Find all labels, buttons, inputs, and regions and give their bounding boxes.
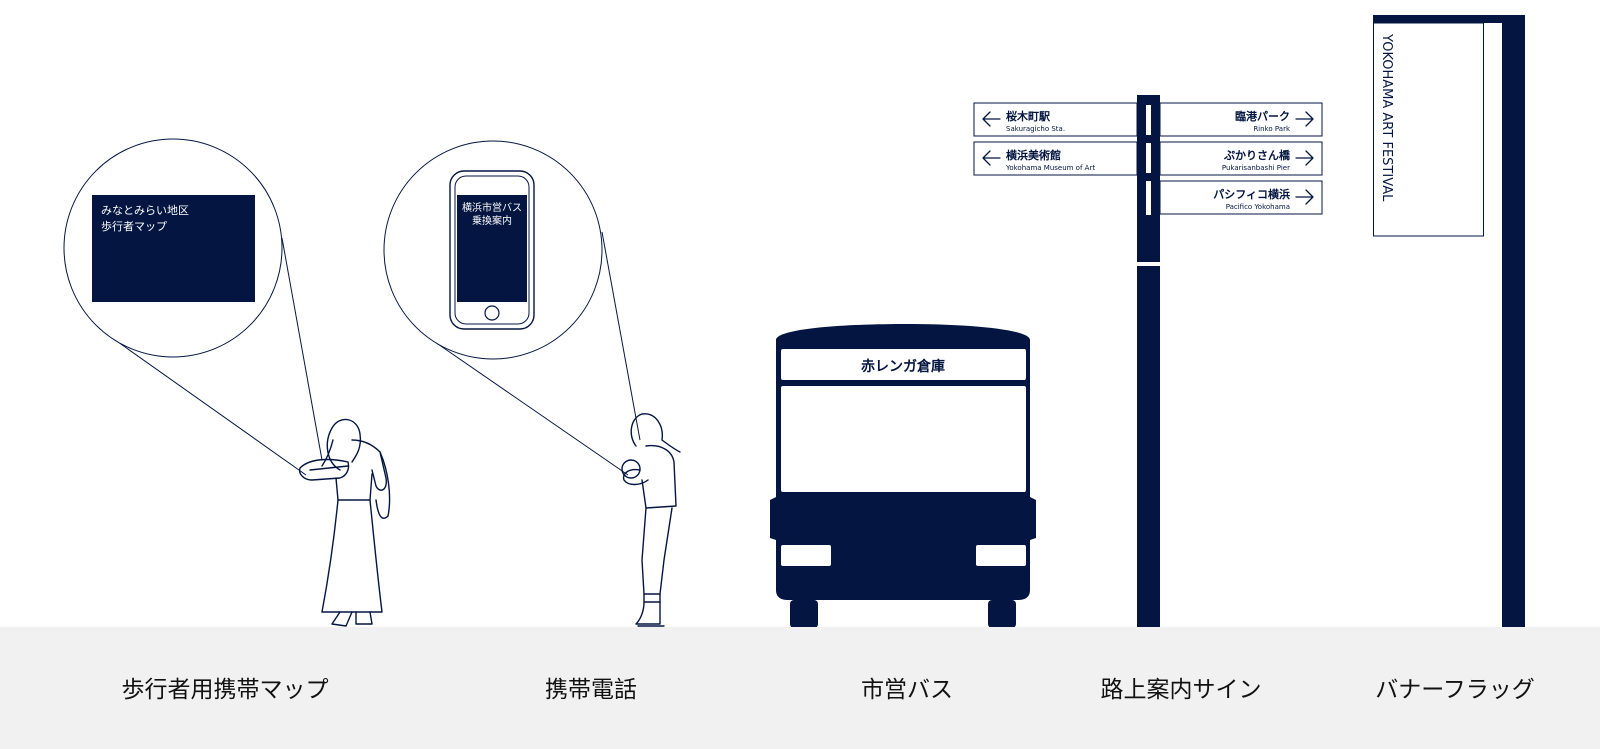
sign-plate: [1159, 102, 1323, 137]
phone-label-line2: 乗換案内: [472, 214, 512, 227]
zoom-line: [117, 341, 307, 476]
sign-ja: 臨港パーク: [1235, 109, 1290, 123]
smartphone-icon: [449, 170, 535, 330]
sign-ja: ぷかりさん橋: [1223, 148, 1291, 162]
arrow-right-icon: [1295, 111, 1314, 127]
banner-flag: YOKOHAMA ART FESTIVAL: [1373, 15, 1525, 627]
banner-cloth: [1373, 22, 1484, 237]
caption-pedestrian-map: 歩行者用携帯マップ: [121, 677, 329, 703]
zoom-line: [601, 231, 641, 441]
map-label-line1: みなとみらい地区: [101, 204, 189, 217]
pedestrian-map-scene: みなとみらい地区 歩行者マップ: [63, 138, 391, 627]
sign-plate: [973, 102, 1138, 137]
caption-banner-flag: バナーフラッグ: [1375, 677, 1535, 703]
arrow-left-icon: [982, 111, 1001, 127]
woman-with-phone-icon: [621, 413, 681, 627]
banner-text: YOKOHAMA ART FESTIVAL: [1379, 33, 1394, 202]
woman-with-map-icon: [298, 418, 391, 627]
sign-ja: 横浜美術館: [1006, 148, 1061, 162]
arrow-right-icon: [1295, 150, 1314, 166]
caption-mobile-phone: 携帯電話: [545, 677, 637, 703]
banner-pole: [1502, 15, 1525, 627]
zoom-line: [434, 341, 629, 476]
map-leaflet: [92, 195, 255, 302]
sign-en: Rinko Park: [1253, 125, 1291, 133]
bus-icon: [770, 324, 1036, 628]
sign-plate: [1159, 180, 1323, 215]
banner-arm: [1373, 15, 1525, 23]
sign-en: Sakuragicho Sta.: [1006, 125, 1065, 133]
sign-plate: [973, 141, 1138, 176]
arrow-right-icon: [1295, 189, 1314, 205]
sign-ja: 桜木町駅: [1006, 109, 1050, 123]
sign-en: Yokohama Museum of Art: [1005, 164, 1095, 172]
bus-destination: 赤レンガ倉庫: [861, 358, 945, 375]
mobile-phone-scene: 横浜市営バス 乗換案内: [383, 140, 681, 627]
map-label-line2: 歩行者マップ: [101, 219, 167, 233]
street-sign: 桜木町駅 Sakuragicho Sta. 横浜美術館 Yokohama Mus…: [973, 95, 1323, 627]
phone-label-line1: 横浜市営バス: [462, 201, 522, 214]
caption-street-sign: 路上案内サイン: [1100, 677, 1262, 703]
caption-city-bus: 市営バス: [861, 677, 953, 703]
arrow-left-icon: [982, 150, 1001, 166]
sign-plate: [1159, 141, 1323, 176]
sign-ja: パシフィコ横浜: [1213, 187, 1290, 201]
sign-en: Pukarisanbashi Pier: [1222, 164, 1290, 172]
sign-pole: [1137, 95, 1160, 627]
caption-bar: [0, 627, 1600, 749]
sign-en: Pacifico Yokohama: [1226, 203, 1290, 211]
zoom-line: [281, 237, 323, 461]
